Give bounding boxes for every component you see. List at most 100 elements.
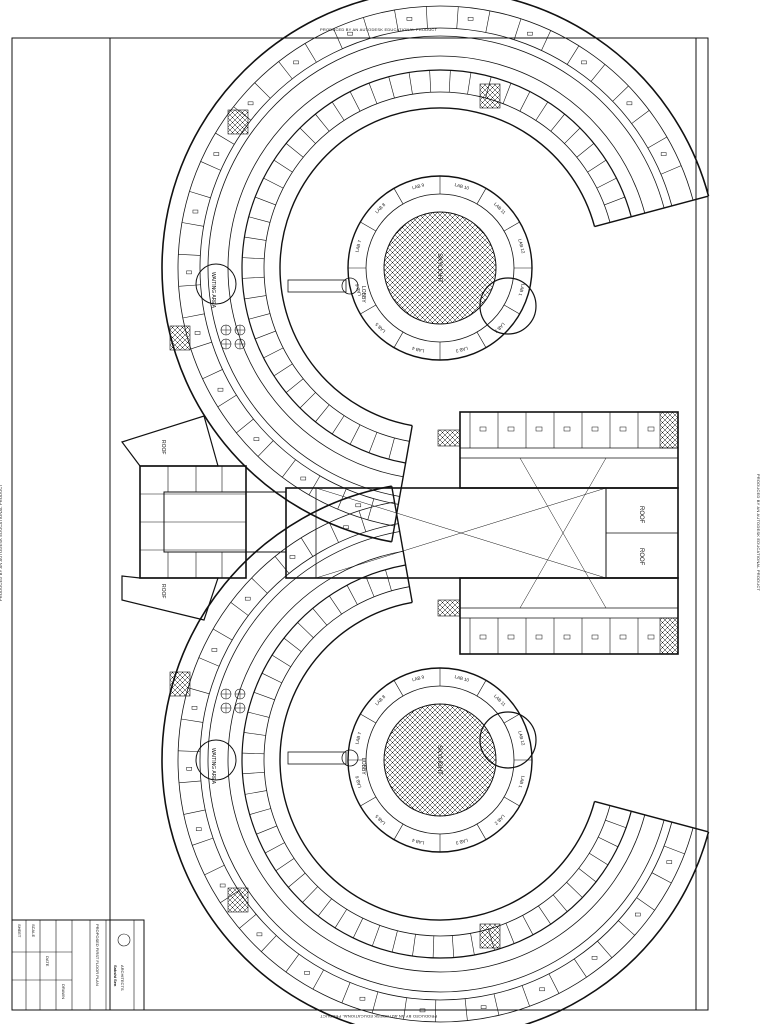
wing-0-inner-room-divider bbox=[408, 72, 413, 95]
spine-lower-door bbox=[479, 634, 487, 640]
wing-1-inner-room-divider bbox=[522, 915, 534, 935]
wing-1-outer-room-divider bbox=[181, 718, 204, 723]
wing-1-outer-room-divider bbox=[358, 510, 367, 532]
wing-0-outer-room-divider bbox=[333, 28, 343, 49]
wing-1-inner-room-divider bbox=[302, 886, 318, 903]
wing-1-lab-divider bbox=[476, 823, 487, 840]
spine-upper-wing bbox=[459, 411, 679, 489]
wing-1-lab-label: LAB 12 bbox=[517, 730, 526, 746]
wing-0-stair-2 bbox=[479, 83, 501, 109]
wing-0-inner-room-divider bbox=[331, 415, 345, 435]
wing-1-outer-room-divider bbox=[573, 958, 587, 978]
wing-0-waiting-label: WAITING AREA bbox=[210, 272, 216, 309]
wing-0-lab-divider bbox=[476, 188, 487, 205]
wing-1-inner-room-divider bbox=[391, 930, 398, 953]
wing-0-outer-room-divider bbox=[254, 82, 271, 99]
wing-1-lab-divider bbox=[476, 680, 487, 697]
wing-1-lab-label: LAB 3 bbox=[455, 838, 469, 846]
wing-1-door-mark bbox=[635, 912, 641, 917]
wing-1-inner-room-divider bbox=[578, 868, 597, 883]
wing-0-inner-room-divider bbox=[273, 159, 293, 173]
wing-1-lab-label: LAB 9 bbox=[412, 674, 426, 682]
wing-0-outer-room-divider bbox=[660, 165, 682, 175]
wing-0-tree-cross bbox=[235, 339, 245, 349]
title-project: PROPOSED FIRST FLOOR PLAN bbox=[95, 924, 100, 986]
wing-0-inner-room-divider bbox=[448, 70, 451, 93]
wing-0-satellite-room bbox=[479, 277, 537, 335]
wing-0-skylight-label: SKYLIGHT bbox=[436, 253, 442, 283]
wing-0-inner-room-divider bbox=[255, 330, 276, 340]
wing-0-ring-1 bbox=[177, 5, 694, 527]
wing-1-inner-room-divider bbox=[275, 858, 295, 871]
roof-label-4: ROOF bbox=[160, 584, 166, 598]
wing-0-inner-room-divider bbox=[299, 392, 316, 409]
spine-lower-door bbox=[591, 634, 599, 640]
wing-1-outer-room-divider bbox=[636, 897, 655, 911]
wing-1-inner-room-divider bbox=[253, 691, 275, 701]
wing-1-outer-room-divider bbox=[663, 845, 685, 855]
wing-1-outer-room-divider bbox=[548, 973, 560, 994]
wing-0-inner-room-divider bbox=[550, 113, 565, 132]
wing-1-outer-room-divider bbox=[300, 537, 314, 557]
wing-0-bridge bbox=[287, 279, 347, 293]
wing-1-door-mark bbox=[359, 996, 366, 1001]
wing-0-outer-room-divider bbox=[647, 136, 668, 149]
wing-0-inner-room-divider bbox=[248, 313, 271, 320]
wing-1-lab-divider bbox=[360, 796, 377, 807]
wing-0-inner-room-divider bbox=[263, 347, 284, 359]
wing-0-lab-label: LAB 4 bbox=[411, 345, 425, 353]
wing-1-door-mark bbox=[666, 860, 673, 864]
wing-1-inner-room-divider bbox=[329, 595, 342, 615]
wing-0-inner-room-divider bbox=[596, 177, 617, 189]
wing-0-door-mark bbox=[626, 101, 633, 106]
wing-0-lab-label: LAB 9 bbox=[412, 182, 426, 190]
wing-0-door-mark bbox=[581, 60, 587, 65]
wing-0-tree-cross bbox=[221, 325, 231, 335]
wing-1-door-mark bbox=[191, 706, 198, 710]
wing-1-outer-room-divider bbox=[178, 750, 201, 752]
wing-0-inner-room-divider bbox=[285, 378, 304, 393]
wing-0-tree-cross bbox=[235, 325, 245, 335]
title-firm: Sakshi Sen bbox=[113, 965, 118, 987]
wing-0-outer-room-divider bbox=[217, 394, 237, 408]
wing-1-inner-room-divider bbox=[589, 853, 609, 866]
wing-0-outer-room-divider bbox=[190, 341, 212, 350]
wing-0-door-mark bbox=[347, 31, 353, 36]
wing-1-inner-room-divider bbox=[288, 872, 306, 888]
wing-1-end-b bbox=[391, 486, 413, 603]
wing-1-inner-room-divider bbox=[317, 898, 332, 917]
spine-lower-door bbox=[535, 634, 543, 640]
wing-0-end-b bbox=[594, 195, 709, 228]
spine-lower-door bbox=[507, 634, 515, 640]
wing-1-inner-room-divider bbox=[346, 585, 358, 605]
wing-1-lab-label: LAB 10 bbox=[454, 674, 470, 683]
wing-0-skylight bbox=[383, 211, 497, 325]
wing-1-inner-room-divider bbox=[552, 894, 568, 912]
wing-1-outer-room-divider bbox=[183, 809, 206, 815]
wing-0-inner-room-divider bbox=[315, 404, 330, 423]
wing-0-inner-room-divider bbox=[242, 276, 265, 279]
wing-1-inner-room-divider bbox=[365, 576, 375, 597]
wing-1-lab-label: LAB 6 bbox=[354, 775, 362, 789]
wing-1-inner-room-divider bbox=[256, 825, 277, 835]
wing-1-outer-room-divider bbox=[212, 628, 233, 641]
wing-1-lab-label: LAB 8 bbox=[374, 694, 387, 707]
wing-1-tree-cross bbox=[221, 689, 231, 699]
wing-0-lab-divider bbox=[393, 188, 404, 205]
wing-1-inner-room-divider bbox=[242, 752, 265, 755]
wing-0-outer-room-divider bbox=[541, 30, 551, 51]
wing-0-inner-room-divider bbox=[535, 101, 549, 121]
wing-1-inner-room-divider bbox=[538, 905, 551, 925]
wing-1-inner-room-divider bbox=[249, 808, 271, 815]
wing-1-door-mark bbox=[419, 1008, 426, 1013]
wing-0-door-mark bbox=[217, 387, 224, 392]
wing-1-inner-room-divider bbox=[598, 836, 619, 848]
wing-1-outer-room-divider bbox=[251, 577, 268, 594]
wing-0-outer-room-divider bbox=[236, 418, 254, 434]
spine-upper-door bbox=[619, 426, 627, 432]
wing-1-lab-label: LAB 7 bbox=[354, 731, 362, 745]
title-block bbox=[11, 919, 145, 1011]
wing-1-inner-room-divider bbox=[605, 819, 627, 829]
wing-1-skylight bbox=[383, 703, 497, 817]
wing-0-outer-room-divider bbox=[363, 17, 371, 39]
